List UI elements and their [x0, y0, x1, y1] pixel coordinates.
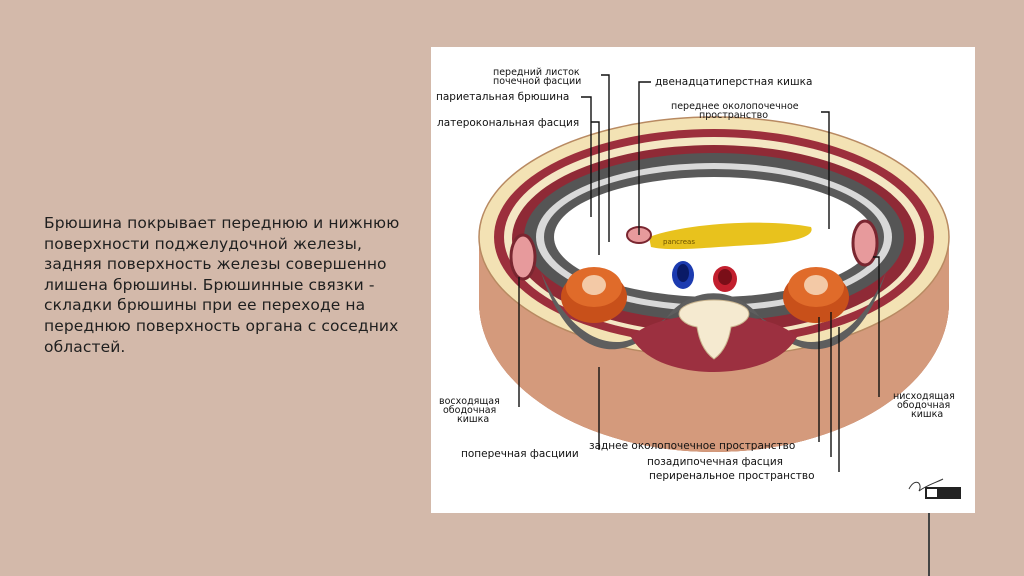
anatomy-figure: pancreas передний листок почечной фасции… — [431, 47, 975, 513]
label-ascending-colon-2: ободочная — [443, 405, 496, 416]
label-descending-colon-2: ободочная — [897, 400, 950, 411]
label-lateroconal-fascia: латерокональная фасция — [437, 117, 579, 129]
label-retrorenal-fascia: позадипочечная фасция — [647, 456, 783, 468]
label-anterior-fascia-2: почечной фасции — [493, 76, 581, 87]
label-anterior-pararenal-1: переднее околопочечное — [671, 101, 799, 112]
slide-paragraph: Брюшина покрывает переднюю и нижнюю пове… — [44, 214, 400, 356]
label-transversalis-fascia: поперечная фасциии — [461, 448, 579, 460]
label-ascending-colon-3: кишка — [457, 414, 489, 425]
label-parietal-peritoneum: париетальная брюшина — [436, 91, 569, 103]
label-ascending-colon-1: восходящая — [439, 396, 500, 407]
decorative-line — [928, 513, 930, 576]
label-perirenal-space: периренальное пространство — [649, 470, 815, 482]
label-anterior-fascia-1: передний листок — [493, 67, 580, 78]
label-anterior-pararenal-2: пространство — [699, 110, 768, 121]
label-duodenum: двенадцатиперстная кишка — [655, 76, 812, 88]
label-descending-colon-1: нисходящая — [893, 391, 955, 402]
pancreas-label: pancreas — [663, 238, 695, 246]
retroperitoneum-diagram: pancreas передний листок почечной фасции… — [436, 67, 961, 499]
label-descending-colon-3: кишка — [911, 409, 943, 420]
label-posterior-pararenal: заднее околопочечное пространство — [589, 440, 795, 452]
